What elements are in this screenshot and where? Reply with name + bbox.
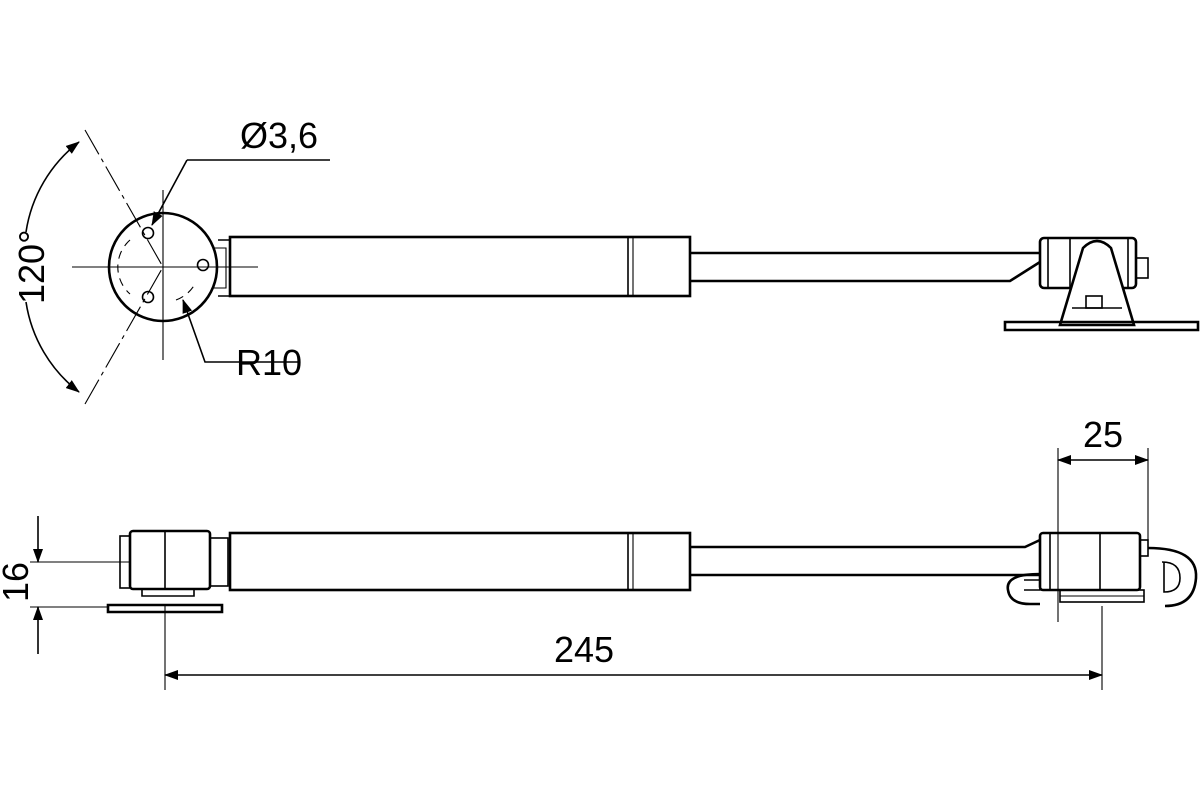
piston-rod-top [690,251,1041,283]
side-view: 16 25 245 [0,414,1198,690]
dim-radius: R10 [182,299,302,383]
label-angle: 120° [11,230,52,304]
label-radius: R10 [236,342,302,383]
label-bracket-width: 25 [1083,414,1123,455]
cylinder-top [228,235,692,298]
cylinder-side [228,531,692,592]
label-height: 16 [0,562,36,602]
label-hole-diameter: Ø3,6 [240,115,318,156]
hole-right-icon [196,258,210,272]
end-bracket-top [1003,236,1200,332]
right-mount-side [1006,531,1198,608]
label-overall-length: 245 [554,629,614,670]
dim-height: 16 [0,516,130,654]
piston-rod-side [690,538,1041,577]
hole-bottom-icon [141,290,155,304]
dim-overall-length: 245 [164,606,1103,690]
dim-angle: 120° [11,141,80,393]
center-lines [72,129,258,405]
top-view: Ø3,6 120° R10 [11,115,1200,405]
dim-hole-diameter: Ø3,6 [151,115,330,226]
left-mount-side [106,529,229,614]
dim-bracket-width: 25 [1057,414,1149,622]
hole-top-icon [141,226,155,240]
